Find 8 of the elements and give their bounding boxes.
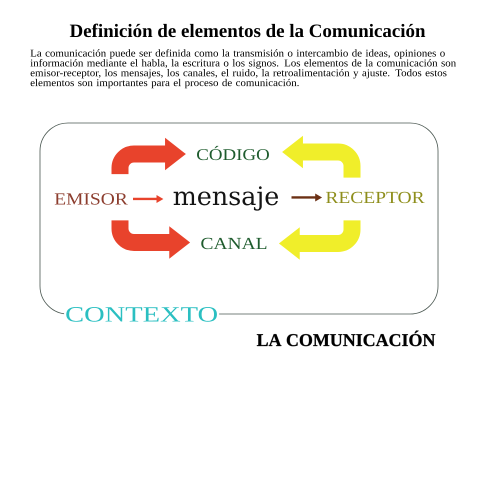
concept-label: RECEPTOR (326, 192, 425, 204)
concept-label: CÓDIGO (197, 146, 269, 160)
title: Definición de elementos de la Comunicación (70, 24, 426, 38)
paragraph: La comunicación puede ser definida como la transmisión o intercambio de ideas, opiniones o información mediante el habla, la escritura o los signos. Los elementos de la comunicación son emisor-receptor, los mensajes, los canales, el ruido, la retroalimentación y ajuste. Todos estos elementos son importantes para el proceso de comunicación. (30, 49, 456, 88)
concept-label: CANAL (201, 238, 266, 250)
heading-label: LA COMUNICACIÓN (256, 330, 436, 346)
concept-label: EMISOR (54, 193, 128, 205)
concept-label: mensaje (174, 186, 278, 211)
